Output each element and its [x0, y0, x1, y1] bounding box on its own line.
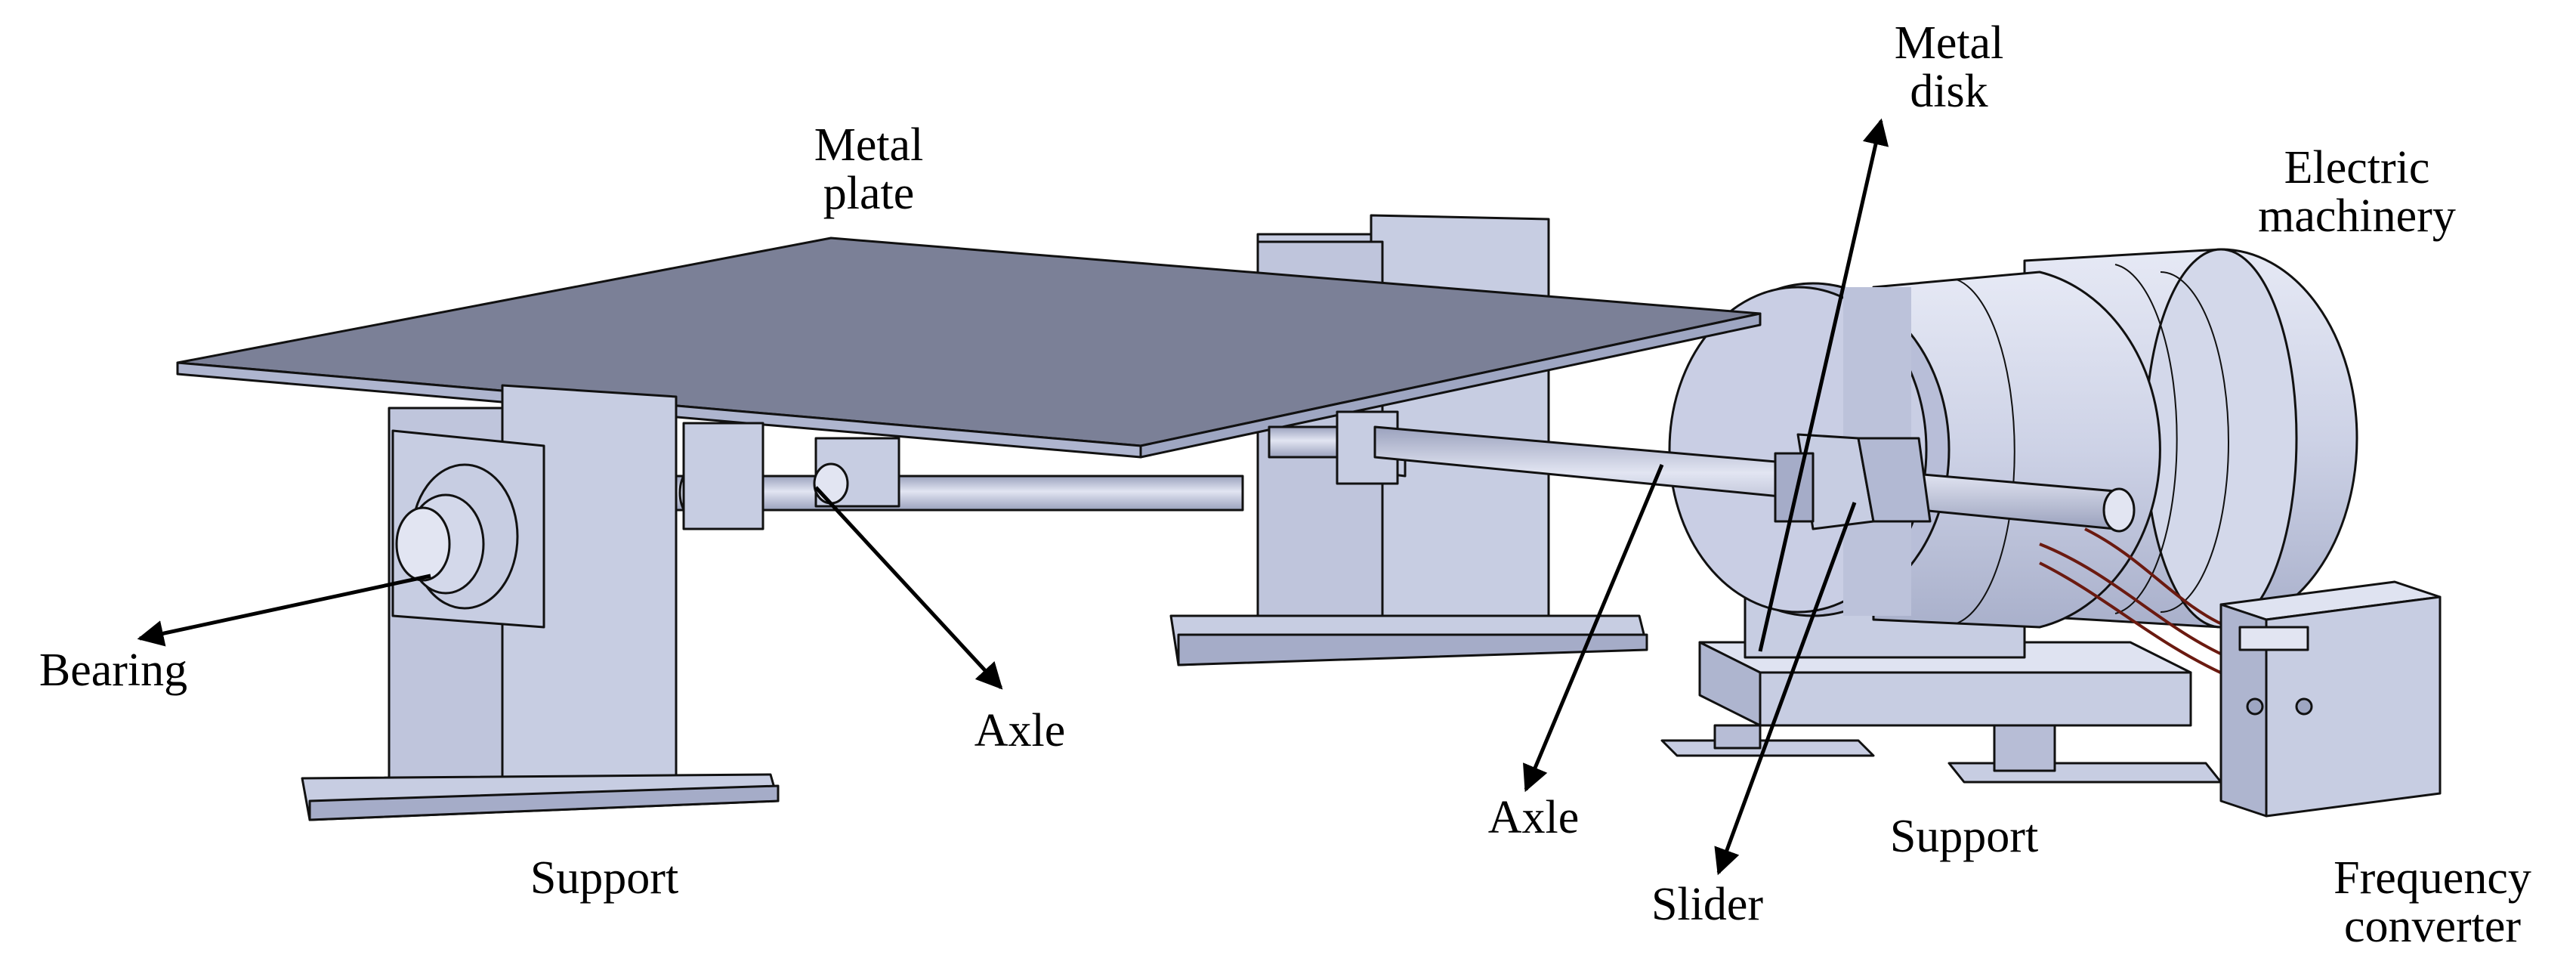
arrow-bearing: [137, 574, 431, 647]
frequency-converter: [2219, 580, 2442, 818]
label-frequency-converter: Frequency converter: [2334, 852, 2531, 952]
label-bearing: Bearing: [39, 645, 188, 696]
label-axle-left: Axle: [974, 705, 1066, 756]
label-metal-plate: Metal plate: [814, 119, 924, 219]
label-support-left: Support: [530, 852, 679, 904]
arrow-slider: [1714, 502, 1857, 876]
label-slider: Slider: [1651, 879, 1764, 930]
right-axle: [1268, 410, 2136, 533]
arrow-axle-left: [814, 486, 1003, 690]
label-metal-disk: Metal disk: [1894, 17, 2004, 117]
pointer-arrows: [137, 118, 1889, 876]
label-support-right: Support: [1889, 811, 2039, 862]
arrow-metal-disk: [1758, 118, 1889, 652]
arrow-axle-right: [1523, 464, 1664, 793]
label-axle-right: Axle: [1487, 792, 1580, 843]
bearing: [395, 463, 519, 610]
right-support: [1660, 641, 2222, 784]
label-electric-machinery: Electric machinery: [2258, 142, 2456, 242]
power-cables: [2039, 527, 2229, 678]
